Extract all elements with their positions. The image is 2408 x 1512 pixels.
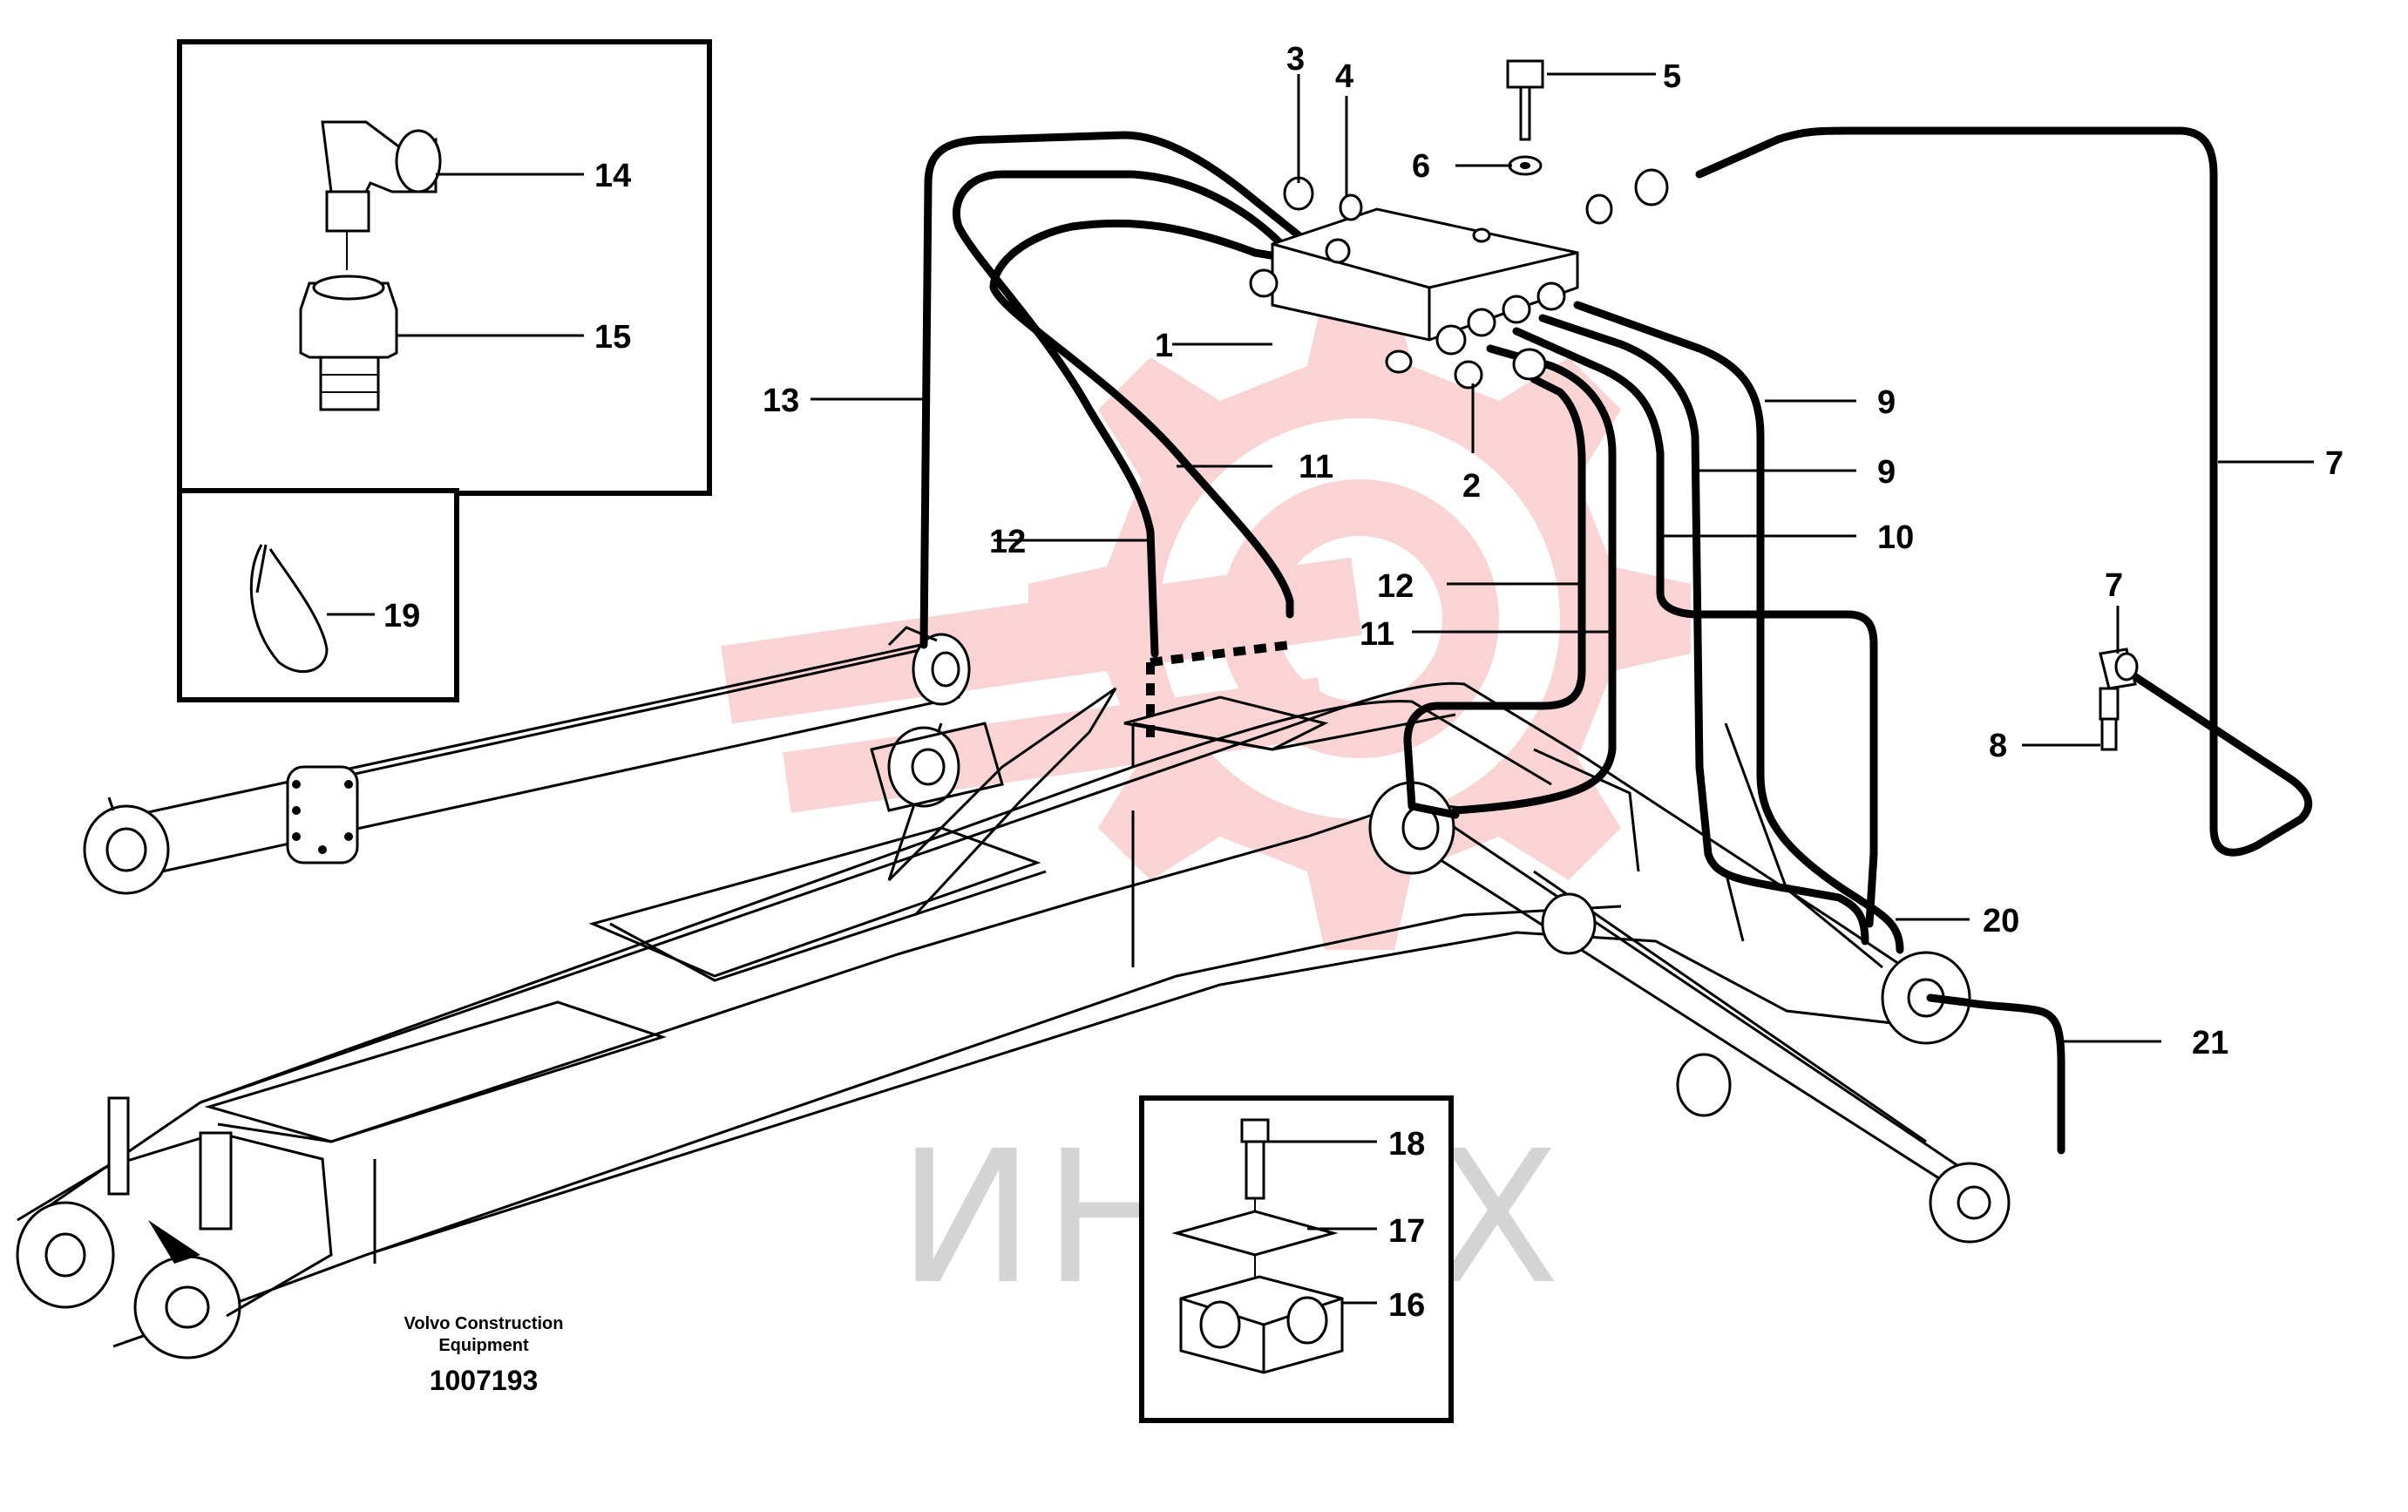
callout-labels: 1 2 3 4 5 6 7 7 8 9 9 10 11 11 12 12 13 … bbox=[383, 41, 2344, 1324]
valve-block bbox=[1271, 207, 1579, 374]
callout-19: 19 bbox=[383, 598, 420, 634]
callout-2: 2 bbox=[1462, 468, 1481, 505]
callout-13: 13 bbox=[763, 383, 799, 419]
caption-line-2: Equipment bbox=[438, 1336, 529, 1355]
callout-3: 3 bbox=[1286, 41, 1305, 78]
callout-11-left: 11 bbox=[1299, 449, 1333, 485]
hose-fittings bbox=[1249, 59, 2139, 751]
arm-cylinder bbox=[1368, 781, 2011, 1244]
callout-15: 15 bbox=[594, 319, 631, 356]
callout-12-left: 12 bbox=[989, 524, 1026, 560]
callout-4: 4 bbox=[1335, 58, 1353, 95]
watermark-gear-shape bbox=[1028, 288, 1691, 950]
boom-cylinder-upper bbox=[83, 626, 971, 895]
caption-line-1: Volvo Construction bbox=[404, 1314, 564, 1333]
callout-10: 10 bbox=[1877, 519, 1914, 556]
callout-16: 16 bbox=[1388, 1287, 1425, 1324]
hydraulic-hoses bbox=[919, 126, 2313, 1155]
inset-box-clamp-16-18 bbox=[1139, 1095, 1454, 1423]
diagram-id: 1007193 bbox=[430, 1365, 539, 1396]
callout-18: 18 bbox=[1388, 1126, 1425, 1163]
callout-8: 8 bbox=[1989, 728, 2007, 764]
callout-21: 21 bbox=[2192, 1025, 2228, 1061]
callout-7-hose: 7 bbox=[2325, 445, 2344, 482]
leader-lines bbox=[327, 72, 2314, 1305]
inset-box-fittings-14-15 bbox=[177, 39, 712, 496]
watermark-gear-logo bbox=[721, 288, 1691, 950]
callout-14: 14 bbox=[594, 158, 631, 194]
callout-5: 5 bbox=[1663, 58, 1681, 95]
boom-arm bbox=[16, 681, 1971, 1359]
callout-1: 1 bbox=[1155, 328, 1173, 364]
callout-7-fitting: 7 bbox=[2105, 567, 2123, 604]
callout-9-lower: 9 bbox=[1877, 454, 1896, 491]
callout-12-right: 12 bbox=[1377, 568, 1414, 605]
callout-17: 17 bbox=[1388, 1213, 1425, 1250]
callout-9-upper: 9 bbox=[1877, 384, 1896, 421]
boom-mounting-lugs bbox=[870, 722, 1004, 812]
inset-box-cable-tie-19 bbox=[177, 488, 459, 702]
manufacturer-caption: Volvo Construction Equipment 1007193 bbox=[404, 1314, 564, 1396]
callout-6: 6 bbox=[1412, 148, 1430, 185]
callout-11-right: 11 bbox=[1360, 616, 1394, 653]
callout-20: 20 bbox=[1983, 903, 2019, 939]
